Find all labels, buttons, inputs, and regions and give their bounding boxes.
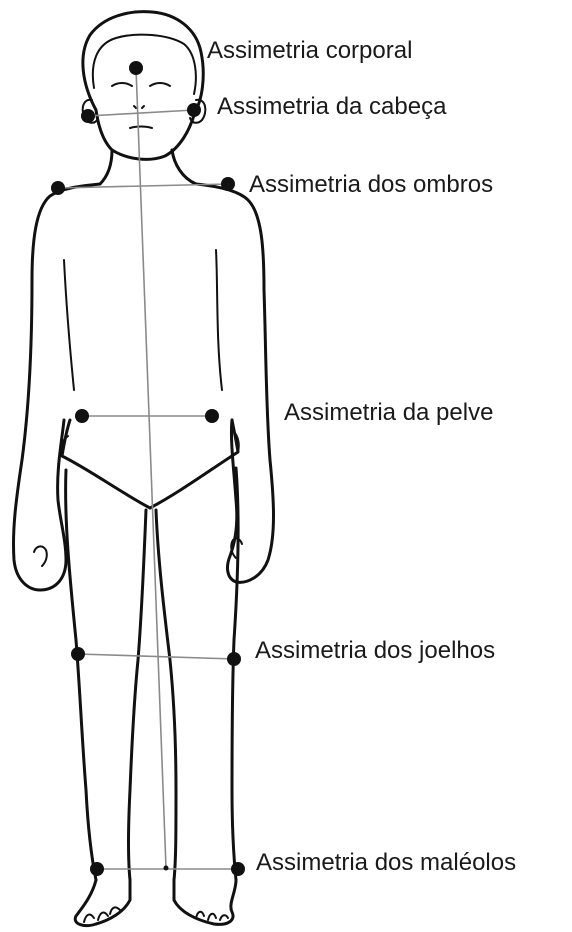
pelvis-marker-left <box>75 409 89 423</box>
label-head-asymmetry: Assimetria da cabeça <box>217 93 447 120</box>
knee-marker-left <box>71 647 85 661</box>
left-leg-inner <box>129 510 147 880</box>
ankle-midpoint-marker <box>164 866 169 871</box>
neck-left <box>100 150 112 184</box>
mouth <box>130 127 152 129</box>
child-figure <box>13 12 273 926</box>
left-foot <box>75 880 130 926</box>
left-leg-outer <box>66 470 96 880</box>
left-thumb <box>34 546 47 566</box>
shoulder-marker-right <box>221 177 235 191</box>
right-foot <box>174 880 236 924</box>
body-midline <box>136 68 166 868</box>
shoulder-marker-left <box>51 181 65 195</box>
head-marker-right <box>187 103 201 117</box>
nose <box>134 106 144 108</box>
label-body-asymmetry: Assimetria corporal <box>207 37 412 64</box>
label-ankle-asymmetry: Assimetria dos maléolos <box>256 849 516 876</box>
label-knee-asymmetry: Assimetria dos joelhos <box>255 637 495 664</box>
ankle-marker-right <box>231 862 245 876</box>
markers <box>51 61 245 876</box>
labels: Assimetria corporal Assimetria da cabeça… <box>207 37 516 876</box>
neck-right <box>172 150 196 184</box>
head-line <box>88 110 194 116</box>
body-marker <box>129 61 143 75</box>
right-body-contour <box>196 184 274 582</box>
right-eyebrow <box>150 83 170 86</box>
left-inner-arm <box>64 260 74 390</box>
pelvis-marker-right <box>205 409 219 423</box>
head-marker-left <box>81 109 95 123</box>
right-inner-arm <box>216 250 222 390</box>
knee-marker-right <box>227 652 241 666</box>
label-pelvis-asymmetry: Assimetria da pelve <box>284 399 493 426</box>
hairline <box>93 35 196 94</box>
knee-line <box>78 654 234 659</box>
ankle-marker-left <box>90 862 104 876</box>
left-body-contour <box>13 184 100 590</box>
left-eyebrow <box>112 83 132 86</box>
label-shoulder-asymmetry: Assimetria dos ombros <box>249 171 493 198</box>
